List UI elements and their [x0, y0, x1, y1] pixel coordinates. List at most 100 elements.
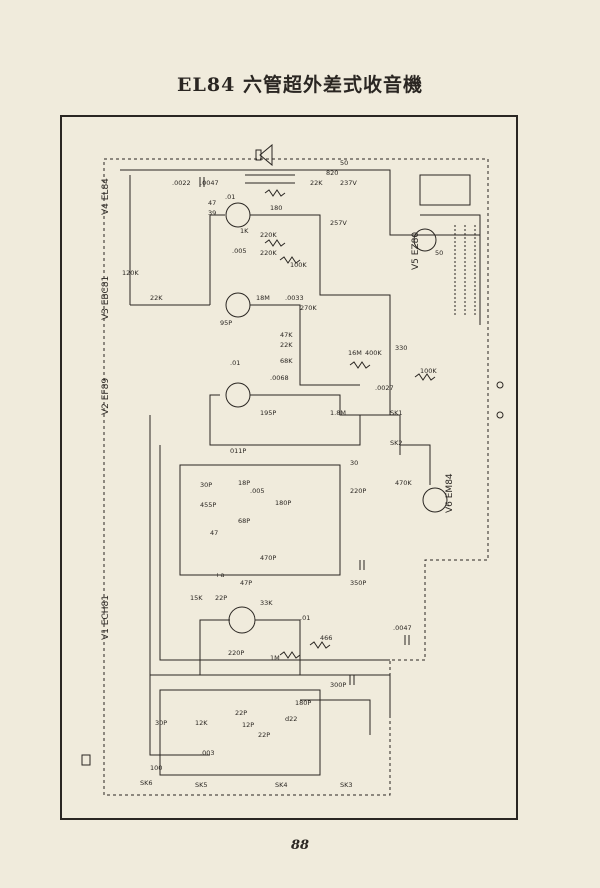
label-r-33k: 33K — [260, 599, 273, 607]
v2-grid-wire — [209, 394, 361, 446]
label-sk4: SK4 — [275, 781, 288, 789]
label-c-005b: .005 — [250, 487, 264, 495]
speaker-magnet — [255, 149, 262, 161]
label-plus-a: +a — [215, 571, 224, 579]
output-transformer — [245, 174, 295, 184]
label-c-12p: 12P — [242, 721, 254, 729]
b-plus-line — [120, 169, 480, 236]
label-r-22k-mid: 22K — [150, 294, 163, 302]
capacitor-0047 — [404, 635, 410, 645]
jack-icon-1 — [496, 381, 504, 389]
label-c-d22: d22 — [285, 715, 297, 723]
label-r-470k: 470K — [395, 479, 412, 487]
heater-lines — [454, 225, 476, 315]
resistor-1m — [279, 651, 301, 659]
label-c-22p: 22P — [215, 594, 227, 602]
label-c-455p: 455P — [200, 501, 216, 509]
chassis-outline — [103, 158, 489, 796]
label-c-0047a: .0047 — [200, 179, 219, 187]
label-c-01c: .01 — [300, 614, 310, 622]
label-c-005: .005 — [232, 247, 246, 255]
label-c-003: .003 — [200, 749, 214, 757]
label-c-011p: 011P — [230, 447, 246, 455]
label-r-16m: 16M — [348, 349, 362, 357]
agc-line — [159, 445, 390, 661]
label-r-120k: 120K — [122, 269, 139, 277]
tube-v6-icon — [422, 487, 448, 513]
power-transformer — [419, 174, 471, 206]
tube-v1-icon — [228, 606, 256, 634]
label-r-1k: 1K — [240, 227, 249, 235]
label-r-39: 39 — [208, 209, 216, 217]
label-sk1: SK1 — [390, 409, 403, 417]
label-c-22p-b: 22P — [235, 709, 247, 717]
label-tube-v4: V4 EL84 — [101, 178, 111, 215]
if-stage-box — [179, 464, 341, 576]
label-r-47: 47 — [210, 529, 218, 537]
label-c-0047b: .0047 — [393, 624, 412, 632]
resistor-100k — [279, 256, 301, 264]
label-c-01b: .01 — [230, 359, 240, 367]
label-c-300p: 300P — [330, 681, 346, 689]
speaker-icon — [259, 143, 273, 167]
label-tube-v5: V5 EZ80 — [411, 232, 421, 270]
label-tube-v1: V1 ECH81 — [101, 595, 111, 640]
label-c-30p-c: 30P — [155, 719, 167, 727]
page-number: 88 — [290, 838, 310, 853]
label-r-400k: 400K — [365, 349, 382, 357]
label-c-350p: 350P — [350, 579, 366, 587]
label-r-47: 47 — [208, 199, 216, 207]
power-rail — [420, 214, 481, 325]
label-r-68k: 68K — [280, 357, 293, 365]
label-r-1m: 1M — [270, 654, 280, 662]
label-r-270k: 270K — [300, 304, 317, 312]
tube-v5-icon — [413, 228, 437, 252]
capacitor-0022 — [199, 177, 205, 187]
label-c-50b: 50 — [435, 249, 443, 257]
label-c-100: 100 — [150, 764, 162, 772]
label-tube-v2: V2 EF89 — [101, 378, 111, 415]
antenna-jack-icon — [81, 754, 91, 766]
rf-coil-box — [159, 689, 321, 776]
label-c-01a: .01 — [225, 193, 235, 201]
v3-plate-wire — [250, 304, 360, 386]
label-c-30p-a: 30P — [200, 481, 212, 489]
label-sk5: SK5 — [195, 781, 208, 789]
v4-input-wire — [129, 175, 225, 306]
label-r-220k-a: 220K — [260, 231, 277, 239]
label-v-237: 237V — [340, 179, 357, 187]
capacitor-300p — [349, 675, 355, 685]
label-c-18p: 18P — [238, 479, 250, 487]
resistor-180 — [264, 189, 286, 197]
label-c-470p: 470P — [260, 554, 276, 562]
resistor-100k-b — [414, 373, 436, 381]
label-r-220k-b: 220K — [260, 249, 277, 257]
label-r-22k-top: 22K — [310, 179, 323, 187]
resistor-220k — [264, 239, 286, 247]
label-r-22k-low: 22K — [280, 341, 293, 349]
label-c-195p: 195P — [260, 409, 276, 417]
page-title: EL84 六管超外差式收音機 — [177, 74, 423, 96]
label-r-100k-b: 100K — [420, 367, 437, 375]
label-r-820: 820 — [326, 169, 338, 177]
schematic-frame — [60, 115, 518, 820]
jack-icon-2 — [496, 411, 504, 419]
label-v-257: 257V — [330, 219, 347, 227]
label-r-18m: 18M — [256, 294, 270, 302]
label-sk2: SK2 — [390, 439, 403, 447]
capacitor-350p — [359, 560, 365, 570]
label-r-15k: 15K — [190, 594, 203, 602]
tube-v2-icon — [225, 382, 251, 408]
v4-feedback-wire — [250, 214, 391, 415]
label-r-330: 330 — [395, 344, 407, 352]
label-c-47p: 47P — [240, 579, 252, 587]
label-c-220p-a: 220P — [350, 487, 366, 495]
v2-plate-wire — [250, 394, 401, 455]
label-c-95p: 95P — [220, 319, 232, 327]
v1-wires — [199, 619, 301, 675]
label-r-47k: 47K — [280, 331, 293, 339]
resistor-400k — [349, 361, 371, 369]
label-c-68p: 68P — [238, 517, 250, 525]
resistor-466 — [309, 641, 331, 649]
schematic-diagram: V4 EL84 V3 EBC81 V2 EF89 V1 ECH81 V5 EZ8… — [81, 143, 504, 796]
